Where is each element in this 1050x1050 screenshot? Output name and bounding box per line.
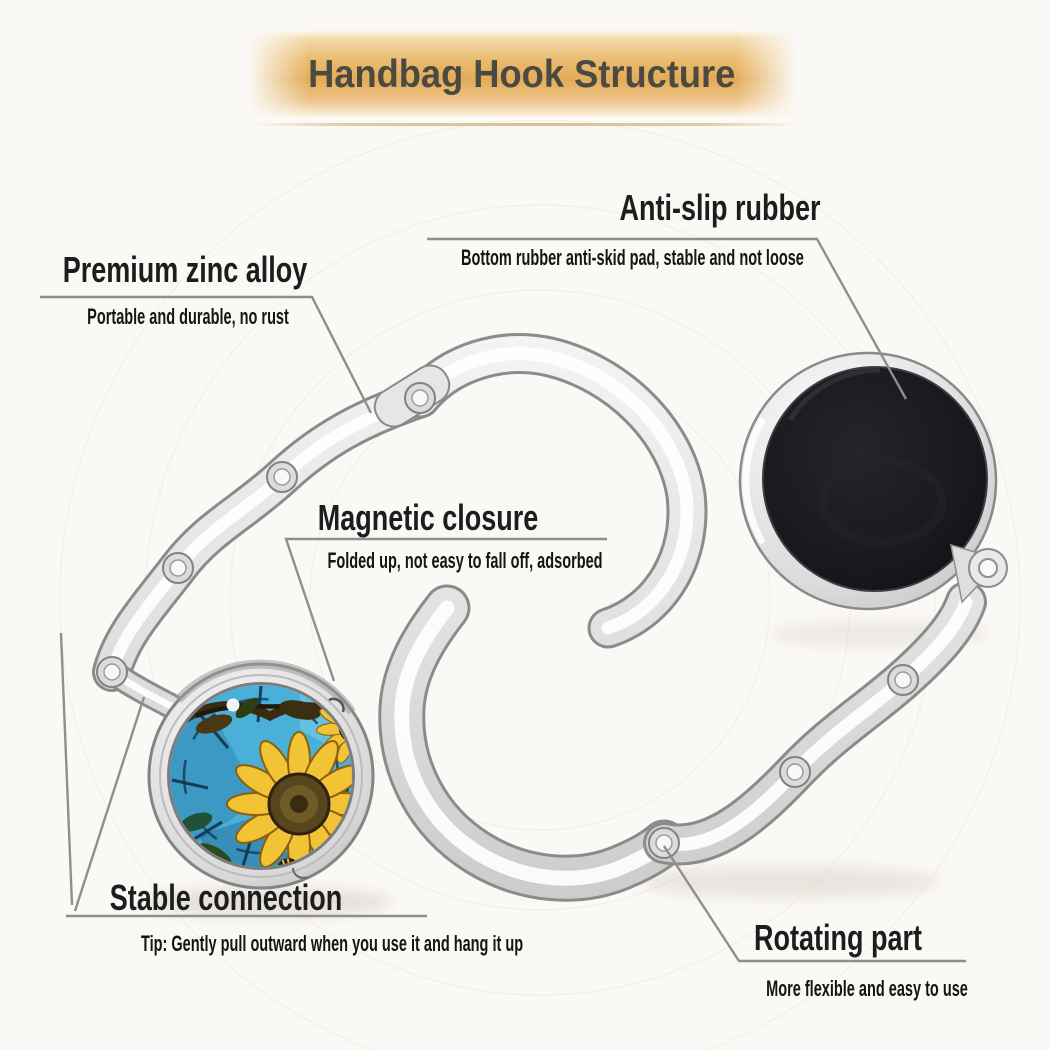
callout-desc-stable-connection: Tip: Gently pull outward when you use it… (141, 931, 524, 956)
hook-arm-right (378, 584, 688, 902)
folded-hook-item (92, 333, 708, 890)
stained-glass-sunflower-art (170, 685, 352, 867)
chain-links-left (92, 378, 441, 692)
pivot-rivet (779, 756, 811, 788)
pointer-stable-connection (59, 632, 427, 918)
pivot-rivet (404, 382, 436, 414)
pointer-magnetic-closure (284, 537, 607, 682)
pivot-rivet (162, 552, 194, 584)
pointer-anti-slip-rubber (427, 237, 908, 400)
title-banner: Handbag Hook Structure (248, 30, 796, 120)
pointer-lines (40, 237, 966, 963)
callout-desc-rotating-part: More flexible and easy to use (766, 976, 968, 1001)
rubber-pad-disc (738, 351, 998, 611)
hanging-tab (950, 543, 1008, 604)
callout-heading-anti-slip-rubber: Anti-slip rubber (619, 187, 821, 228)
rubber-pad (763, 367, 987, 591)
sunflower-medallion (147, 659, 375, 890)
page-title: Handbag Hook Structure (308, 53, 736, 96)
hook-arm-left (399, 333, 708, 649)
pivot-rivet (96, 656, 128, 688)
callout-desc-magnetic-closure: Folded up, not easy to fall off, adsorbe… (327, 548, 603, 573)
pivot-rivet (648, 827, 680, 859)
pivot-rivet (887, 664, 919, 696)
callout-heading-rotating-part: Rotating part (754, 917, 922, 958)
pointer-premium-zinc-alloy (40, 295, 373, 414)
callout-desc-anti-slip-rubber: Bottom rubber anti-skid pad, stable and … (461, 245, 804, 270)
callout-desc-premium-zinc-alloy: Portable and durable, no rust (87, 304, 289, 329)
callout-heading-premium-zinc-alloy: Premium zinc alloy (62, 249, 308, 290)
chain-links-right (643, 581, 987, 866)
unfolded-hook-item (378, 351, 1008, 902)
pivot-rivet (266, 461, 298, 493)
pointer-rotating-part (662, 845, 966, 963)
callout-heading-stable-connection: Stable connection (109, 877, 343, 918)
callout-heading-magnetic-closure: Magnetic closure (317, 497, 539, 538)
banner-underline (250, 123, 802, 126)
